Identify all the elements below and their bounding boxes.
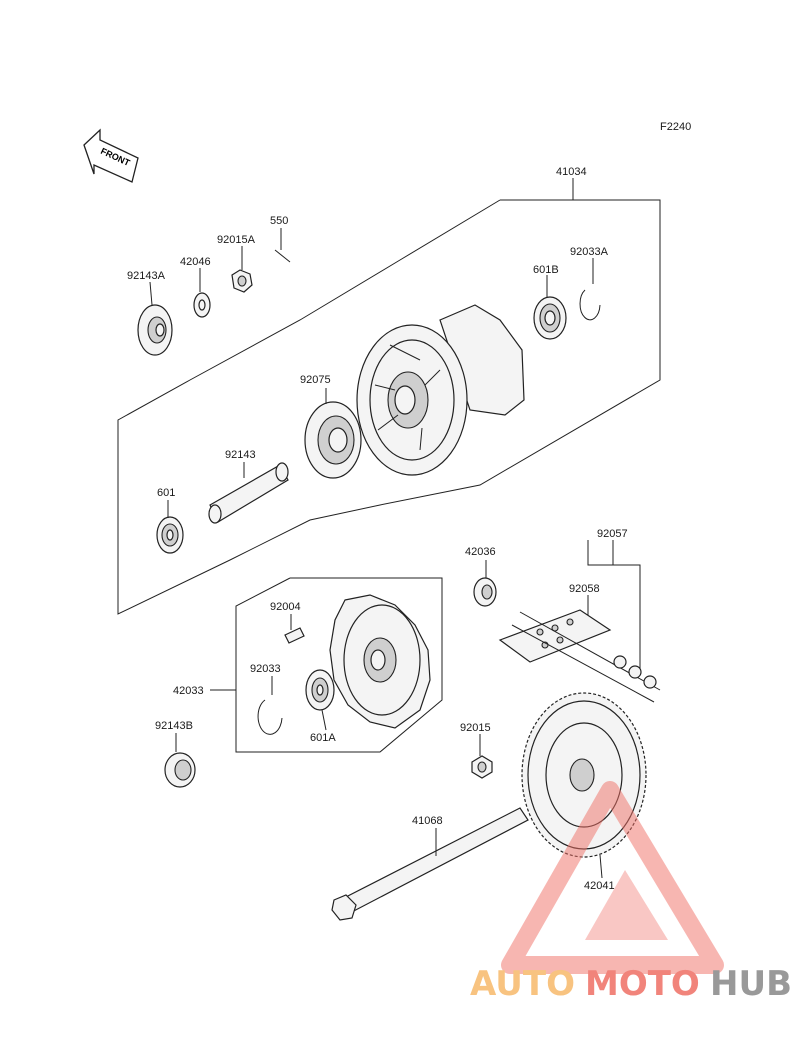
label-92057: 92057: [597, 528, 628, 540]
sprocket-hub-42033: [329, 594, 431, 729]
label-92143A: 92143A: [127, 270, 166, 282]
circlip-92033: [257, 676, 283, 735]
label-42033: 42033: [173, 685, 204, 697]
collar-92143B: [164, 733, 196, 788]
chain-92057: [511, 611, 661, 703]
label-92015A: 92015A: [217, 234, 256, 246]
label-601A: 601A: [310, 732, 336, 744]
label-550: 550: [270, 215, 288, 227]
chain-joint-92058: [498, 609, 612, 663]
label-92015: 92015: [460, 722, 491, 734]
rear-hub-drum: [356, 304, 525, 476]
label-42036: 42036: [465, 546, 496, 558]
label-92143B: 92143B: [155, 720, 193, 732]
axle-41068: [331, 807, 529, 921]
bearing-601B: [533, 275, 567, 340]
label-601B: 601B: [533, 264, 559, 276]
rear-sprocket-42041: [521, 692, 647, 879]
hub-assembly-frame: [117, 199, 661, 615]
watermark-part-hub: HUB: [710, 964, 792, 1004]
label-92004: 92004: [270, 601, 301, 613]
nut-92015A: [231, 246, 253, 293]
label-41068: 41068: [412, 815, 443, 827]
damper-92075: [304, 388, 362, 479]
circlip-92033A: [579, 258, 601, 321]
washer-42046: [193, 268, 211, 318]
label-42041: 42041: [584, 880, 615, 892]
label-92058: 92058: [569, 583, 600, 595]
watermark-part-moto: MOTO: [585, 964, 700, 1004]
front-arrow-icon: FRONT: [83, 128, 139, 183]
label-42046: 42046: [180, 256, 211, 268]
label-601: 601: [157, 487, 175, 499]
nut-92015: [471, 734, 493, 779]
stud-92004: [284, 614, 305, 644]
cotter-pin-550: [274, 228, 291, 263]
nut-42036: [473, 560, 497, 607]
sprocket-hub-frame: [235, 577, 443, 753]
collar-92143: [208, 462, 289, 524]
collar-92143A: [137, 281, 173, 356]
bearing-601: [156, 500, 184, 554]
watermark-part-auto: AUTO: [470, 964, 575, 1004]
bearing-601A: [305, 669, 335, 731]
diagram-code: F2240: [660, 121, 691, 133]
label-92075: 92075: [300, 374, 331, 386]
label-92033A: 92033A: [570, 246, 609, 258]
label-41034: 41034: [556, 166, 587, 178]
label-92033: 92033: [250, 663, 281, 675]
label-92143: 92143: [225, 449, 256, 461]
watermark-logo: AUTO MOTO HUB: [470, 781, 792, 1004]
